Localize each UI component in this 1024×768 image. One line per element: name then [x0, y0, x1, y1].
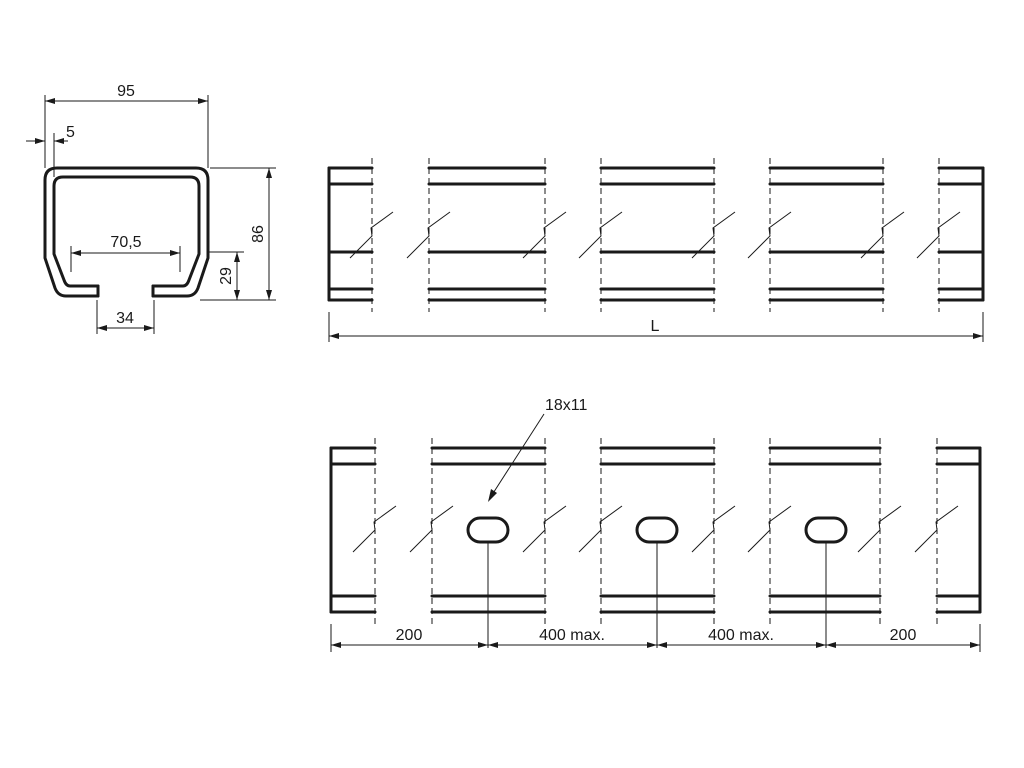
label-5: 5 [66, 124, 75, 141]
rail-cross-section [43, 166, 210, 298]
rail-top-view [329, 438, 982, 648]
dimension-hole-spacing: 200 400 max. 400 max. 200 [330, 624, 981, 652]
label-400-max-1: 400 max. [539, 627, 605, 644]
dimension-inner-70-5: 70,5 [70, 234, 181, 272]
label-86: 86 [250, 225, 267, 243]
label-200-right: 200 [890, 627, 917, 644]
dimension-height-86: 86 [200, 167, 276, 301]
label-400-max-2: 400 max. [708, 627, 774, 644]
hole-callout: 18x11 [488, 397, 588, 502]
dimension-slot-34: 34 [96, 300, 155, 334]
dimension-lip-29: 29 [208, 251, 244, 300]
break-marks-upper [349, 211, 961, 259]
label-95: 95 [117, 83, 135, 100]
label-29: 29 [218, 267, 235, 285]
break-marks-lower [352, 505, 959, 553]
slot-hole-1 [466, 516, 510, 544]
dimension-width-95: 95 [44, 83, 209, 168]
label-70-5: 70,5 [110, 234, 141, 251]
dimension-thickness-5: 5 [26, 124, 75, 177]
label-34: 34 [116, 310, 134, 327]
label-hole-size: 18x11 [545, 397, 588, 414]
label-L: L [651, 318, 660, 335]
dimension-length-L: L [328, 312, 984, 342]
label-200-left: 200 [396, 627, 423, 644]
slot-hole-2 [635, 516, 679, 544]
rail-side-view [327, 158, 985, 312]
slot-hole-3 [804, 516, 848, 544]
